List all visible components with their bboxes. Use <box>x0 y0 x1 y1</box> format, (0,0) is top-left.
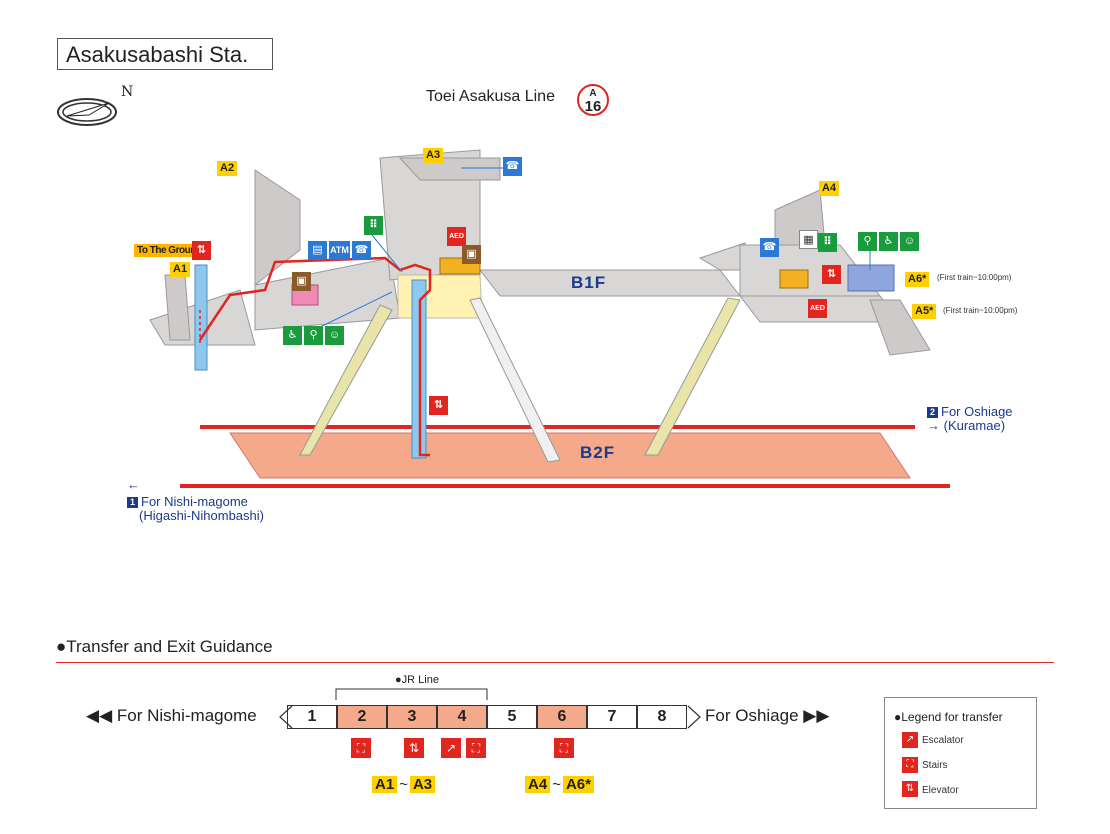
phone-icon: ☎ <box>352 241 371 260</box>
train-car: 7 <box>587 705 637 729</box>
line-name: Toei Asakusa Line <box>426 88 555 105</box>
elevator-icon-b2: ⇅ <box>429 396 448 415</box>
exit-group-1-to: A3 <box>409 776 436 793</box>
legend-stairs: Stairs <box>922 760 948 771</box>
floor-b2-label: B2F <box>580 443 616 462</box>
stairs-icon: ⛶ <box>902 757 918 773</box>
compass-icon <box>57 98 117 126</box>
stairs-icon-car2: ⛶ <box>351 738 371 758</box>
exit-a3[interactable]: A3 <box>423 148 444 163</box>
train-car: 3 <box>387 705 437 729</box>
ticket-machine-icon: ▤ <box>308 241 327 260</box>
train-left-end <box>279 705 293 729</box>
station-diagram <box>149 149 950 488</box>
jr-line-bracket <box>335 688 488 700</box>
multipurpose-toilet-icon: ♿ <box>879 232 898 251</box>
coin-locker-icon: ▦ <box>799 230 818 249</box>
to-ground-label: To The Ground <box>134 244 205 257</box>
legend-title: ●Legend for transfer <box>894 710 1003 724</box>
exit-group-2-from: A4 <box>525 776 551 793</box>
braille-map-icon: ⠿ <box>364 216 383 235</box>
exit-group-1: A1~A3 <box>372 775 436 795</box>
elevator-icon: ⇅ <box>192 241 211 260</box>
compass-north-label: N <box>121 84 134 100</box>
elevator-icon-right: ⇅ <box>822 265 841 284</box>
exit-a6[interactable]: A6* <box>905 272 930 287</box>
train-car: 8 <box>637 705 687 729</box>
restroom-icon: ⚲ <box>304 326 323 345</box>
exit-group-2-to: A6* <box>562 776 594 793</box>
stairs-center <box>469 297 561 463</box>
room-blue <box>847 264 895 292</box>
direction-left-label: ◀◀ For Nishi-magome <box>86 706 257 725</box>
train-car: 4 <box>437 705 487 729</box>
exit-a5[interactable]: A5* <box>912 304 937 319</box>
direction-nishimagome-number: 1 <box>127 497 138 508</box>
line-badge-letter: A <box>589 88 597 99</box>
exit-group-1-from: A1 <box>372 776 398 793</box>
station-title: Asakusabashi Sta. <box>57 38 273 70</box>
floor-b1-label: B1F <box>571 273 607 292</box>
exit-group-1-tilde: ~ <box>399 776 408 793</box>
direction-oshiage-number: 2 <box>927 407 938 418</box>
legend-escalator: Escalator <box>922 735 964 746</box>
legend-box <box>884 697 1037 809</box>
train-right-end <box>687 705 701 729</box>
route-path <box>198 256 432 457</box>
aed-icon: AED <box>447 227 466 246</box>
platform-b2 <box>229 432 911 479</box>
stationmaster-icon: ☎ <box>503 157 522 176</box>
direction-right-label: For Oshiage ▶▶ <box>705 706 830 725</box>
exit-a5-note: (First train~10:00pm) <box>943 306 1018 315</box>
direction-arrow-left: ← <box>127 477 140 492</box>
exit-group-2-tilde: ~ <box>552 776 561 793</box>
shop-icon: ▣ <box>292 272 311 291</box>
escalator-icon: ↗ <box>902 732 918 748</box>
train-car: 1 <box>287 705 337 729</box>
legend-elevator: Elevator <box>922 785 959 796</box>
train-car: 6 <box>537 705 587 729</box>
stairs-icon-car4: ⛶ <box>466 738 486 758</box>
line-badge-number: 16 <box>584 98 602 115</box>
guidance-divider <box>56 662 1054 663</box>
jr-line-label: ●JR Line <box>395 674 439 686</box>
elevator-legend-icon: ⇅ <box>902 781 918 797</box>
elevator-shaft-left <box>194 264 208 371</box>
gate-area <box>397 274 483 319</box>
stairs-right <box>644 297 741 456</box>
wheelchair-icon: ♿ <box>283 326 302 345</box>
exit-a6-note: (First train~10:00pm) <box>937 273 1012 282</box>
stairs-icon-car6: ⛶ <box>554 738 574 758</box>
direction-nishimagome-text: For Nishi-magome <box>141 494 248 509</box>
stairs-left <box>299 304 393 456</box>
elevator-icon-car3: ⇅ <box>404 738 424 758</box>
info-desk-icon: ▣ <box>462 245 481 264</box>
direction-nishimagome-sub: (Higashi-Nihombashi) <box>139 508 264 523</box>
escalator-icon-car4: ↗ <box>441 738 461 758</box>
exit-a1[interactable]: A1 <box>170 262 191 277</box>
atm-icon: ATM <box>329 241 350 260</box>
baby-room-icon-right: ☺ <box>900 232 919 251</box>
exit-group-2: A4~A6* <box>525 775 594 795</box>
direction-oshiage-sub: → (Kuramae) <box>927 418 1006 433</box>
train-car: 2 <box>337 705 387 729</box>
line-badge: A 16 <box>577 84 609 116</box>
exit-a4[interactable]: A4 <box>819 181 840 196</box>
guidance-title: ●Transfer and Exit Guidance <box>56 637 273 656</box>
concourse-b1-main <box>478 269 742 297</box>
train-car: 5 <box>487 705 537 729</box>
aed-icon-right: AED <box>808 299 827 318</box>
exit-a2[interactable]: A2 <box>217 161 238 176</box>
baby-room-icon: ☺ <box>325 326 344 345</box>
phone-icon-right: ☎ <box>760 238 779 257</box>
direction-oshiage-text: For Oshiage <box>941 404 1013 419</box>
restroom-icon-right: ⚲ <box>858 232 877 251</box>
braille-map-icon-right: ⠿ <box>818 233 837 252</box>
